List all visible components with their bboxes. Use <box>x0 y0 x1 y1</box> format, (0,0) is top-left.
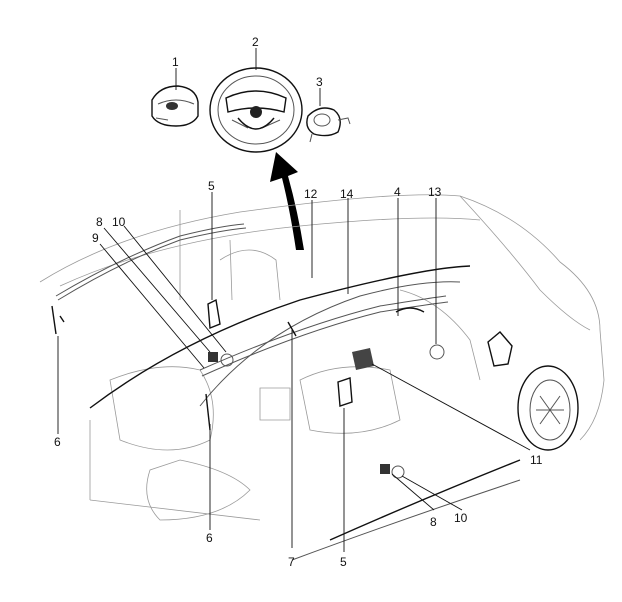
front-impact-sensor <box>429 344 445 360</box>
side-airbag-right-seat <box>337 377 353 407</box>
steering-wheel <box>209 67 303 153</box>
seat-belt-pretensioner-front <box>287 321 297 337</box>
callout-5-lower: 5 <box>340 555 347 569</box>
srs-control-module <box>352 348 374 370</box>
callout-14: 14 <box>340 187 354 201</box>
seat-belt-pretensioner-left <box>51 305 65 335</box>
side-airbag-left-seat <box>207 298 221 330</box>
curtain-airbag-left <box>55 223 247 301</box>
seat-belt-pretensioner-center <box>205 393 211 431</box>
callout-13: 13 <box>428 185 442 199</box>
callout-9: 9 <box>92 231 99 245</box>
callout-12: 12 <box>304 187 318 201</box>
callout-6-center: 6 <box>206 531 213 545</box>
driver-airbag-module <box>151 85 199 127</box>
callout-4: 4 <box>394 185 401 199</box>
callout-3: 3 <box>316 75 323 89</box>
curtain-airbag-right <box>199 295 449 377</box>
front-wheel <box>517 365 579 451</box>
vehicle-body-outline <box>39 194 605 521</box>
leader-lines <box>57 48 531 552</box>
callout-8-upper: 8 <box>96 215 103 229</box>
side-mirror <box>487 331 513 367</box>
callout-11: 11 <box>530 453 543 467</box>
callout-7: 7 <box>288 555 295 569</box>
clock-spring <box>306 107 351 143</box>
side-impact-sensor-right <box>380 464 405 479</box>
callout-10-lower: 10 <box>454 511 468 525</box>
callout-6-left: 6 <box>54 435 61 449</box>
callout-2: 2 <box>252 35 259 49</box>
callout-8-lower: 8 <box>430 515 437 529</box>
large-curved-arrow <box>270 152 304 250</box>
callout-5-upper: 5 <box>208 179 215 193</box>
callout-1: 1 <box>172 55 179 69</box>
callout-10-upper: 10 <box>112 215 126 229</box>
side-impact-sensor-left <box>208 352 234 367</box>
